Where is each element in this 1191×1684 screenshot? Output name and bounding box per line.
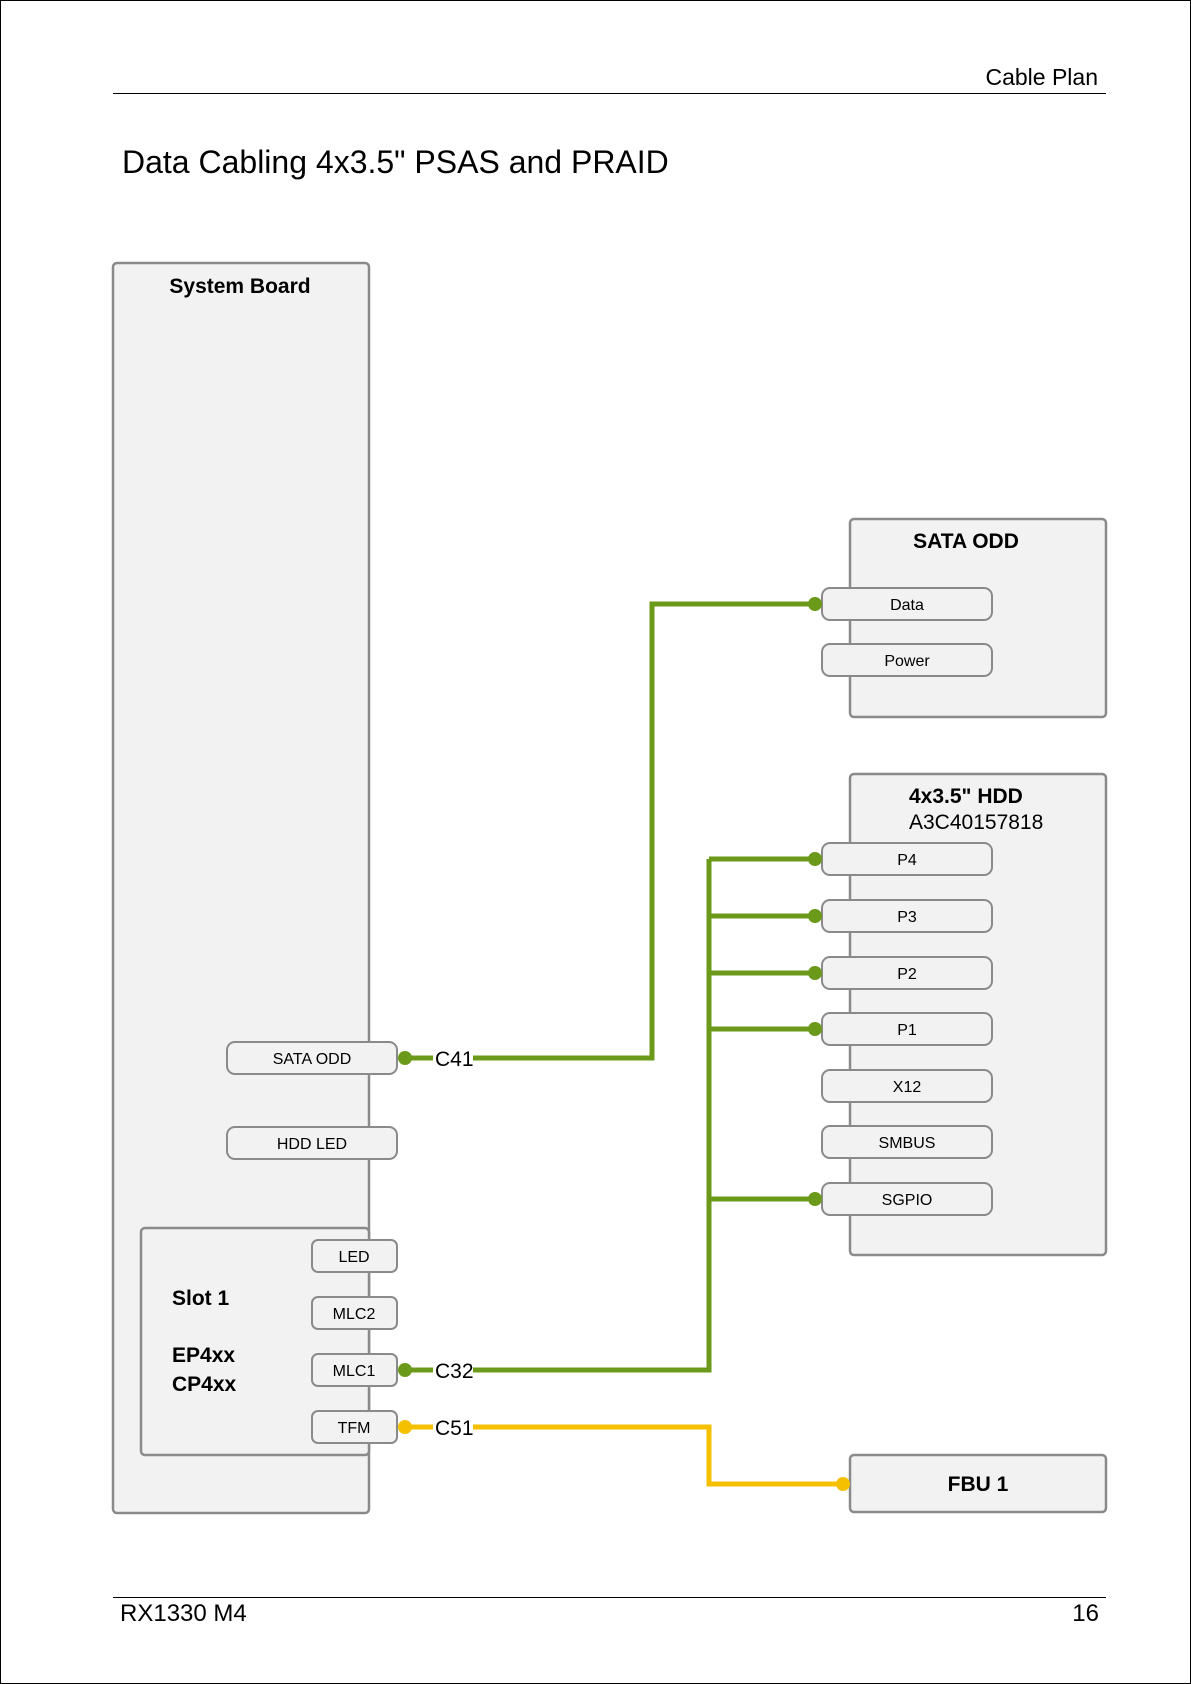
port-tfm: TFM [312, 1411, 397, 1443]
dot-c32-start [398, 1363, 412, 1377]
port-sata-odd: SATA ODD [227, 1042, 397, 1074]
cable-c32 [405, 859, 815, 1370]
port-hdd-smbus: SMBUS [822, 1126, 992, 1158]
slot1-model-ep: EP4xx [172, 1344, 235, 1367]
fbu-box: FBU 1 [850, 1455, 1106, 1512]
dot-c32-sgpio [808, 1192, 822, 1206]
hdd-part-number: A3C40157818 [909, 811, 1043, 834]
port-hdd-p2: P2 [822, 957, 992, 989]
dot-c41-start [398, 1051, 412, 1065]
cable-labels: C41 C32 C51 [433, 1046, 474, 1440]
cable-c41 [405, 604, 815, 1058]
port-mlc2: MLC2 [312, 1297, 397, 1329]
cable-c32-label: C32 [435, 1360, 474, 1383]
port-mlc1-label: MLC1 [333, 1363, 376, 1380]
port-hdd-p2-label: P2 [897, 966, 917, 983]
system-board-title: System Board [169, 275, 310, 298]
port-led: LED [312, 1240, 397, 1272]
port-hdd-p3-label: P3 [897, 909, 917, 926]
sata-odd-title: SATA ODD [913, 530, 1019, 553]
footer-rule [113, 1597, 1106, 1598]
slot1-model-cp: CP4xx [172, 1373, 237, 1396]
dot-c32-p1 [808, 1022, 822, 1036]
port-hdd-led-label: HDD LED [277, 1136, 347, 1153]
dot-c51-end [836, 1477, 850, 1491]
port-tfm-label: TFM [338, 1420, 371, 1437]
dot-c32-p3 [808, 909, 822, 923]
port-odd-power-label: Power [884, 653, 930, 670]
port-hdd-smbus-label: SMBUS [879, 1135, 936, 1152]
connector-dots [398, 597, 850, 1491]
dot-c32-p2 [808, 966, 822, 980]
port-mlc2-label: MLC2 [333, 1306, 376, 1323]
footer-model: RX1330 M4 [120, 1600, 247, 1628]
port-odd-power: Power [822, 644, 992, 676]
port-hdd-p1: P1 [822, 1013, 992, 1045]
dot-c51-start [398, 1420, 412, 1434]
slot1-title: Slot 1 [172, 1287, 229, 1310]
port-hdd-p4-label: P4 [897, 852, 917, 869]
port-mlc1: MLC1 [312, 1354, 397, 1386]
port-odd-data-label: Data [890, 597, 924, 614]
fbu-title: FBU 1 [948, 1473, 1009, 1496]
port-hdd-sgpio-label: SGPIO [882, 1192, 933, 1209]
port-hdd-p4: P4 [822, 843, 992, 875]
port-led-label: LED [338, 1249, 369, 1266]
port-hdd-x12-label: X12 [893, 1079, 922, 1096]
port-hdd-led: HDD LED [227, 1127, 397, 1159]
dot-c32-p4 [808, 852, 822, 866]
port-hdd-x12: X12 [822, 1070, 992, 1102]
port-hdd-sgpio: SGPIO [822, 1183, 992, 1215]
cable-c41-label: C41 [435, 1048, 474, 1071]
port-hdd-p3: P3 [822, 900, 992, 932]
cable-c51-label: C51 [435, 1417, 474, 1440]
hdd-title: 4x3.5" HDD [909, 785, 1023, 808]
port-sata-odd-label: SATA ODD [273, 1051, 352, 1068]
footer-page-number: 16 [1072, 1600, 1099, 1628]
port-odd-data: Data [822, 588, 992, 620]
port-hdd-p1-label: P1 [897, 1022, 917, 1039]
dot-c41-end [808, 597, 822, 611]
